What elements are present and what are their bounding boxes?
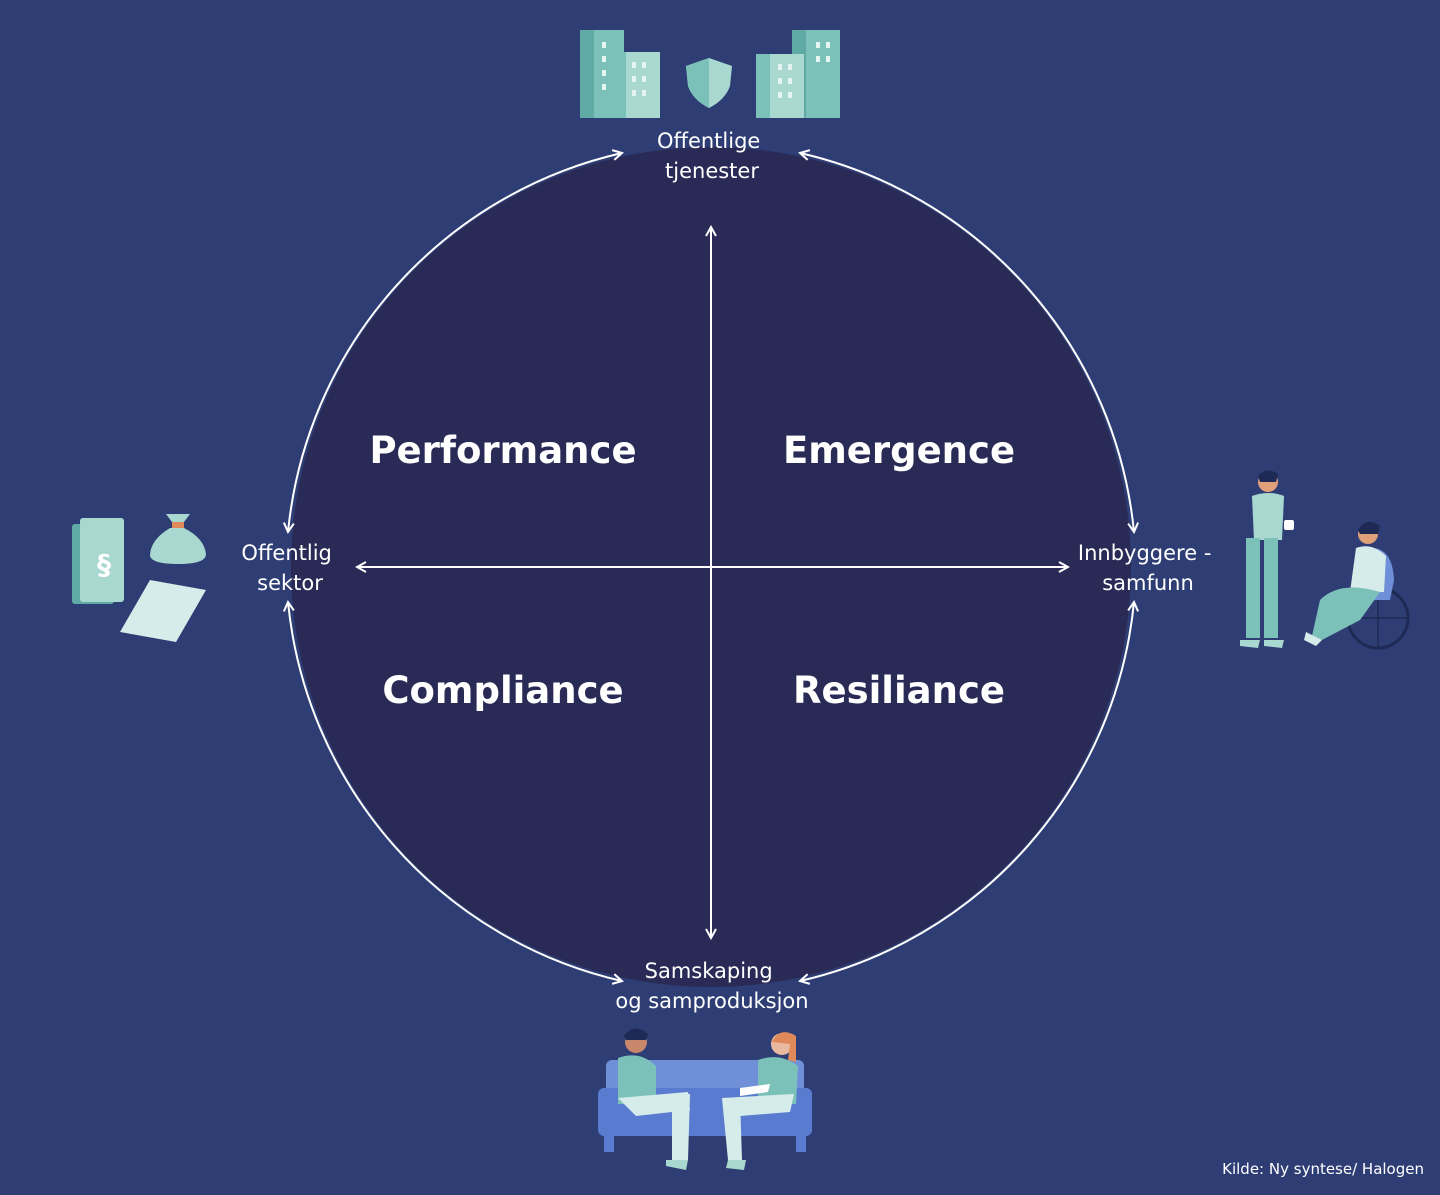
pole-top-line2: tjenester [665,159,759,183]
arc-top-right [800,153,1134,532]
arc-bottom-right [800,602,1134,981]
pole-bottom-line2: og samproduksjon [615,989,808,1013]
quadrant-bottom-right-label: Resiliance [793,669,1005,712]
pole-bottom-label: Samskaping og samproduksjon [615,959,808,1013]
pole-left-label: Offentlig sektor [241,541,338,595]
pole-left-line1: Offentlig [241,541,331,565]
svg-text:§: § [97,548,111,581]
pole-bottom-line1: Samskaping [645,959,773,983]
law-book-money-bag-document-icon: § [72,514,206,642]
caregiver-wheelchair-user-icon [1240,470,1410,650]
pole-left-line2: sektor [257,571,323,595]
city-buildings-shield-icon [580,30,840,118]
pole-right-line1: Innbyggere - [1078,541,1212,565]
pole-right-label: Innbyggere - samfunn [1078,541,1218,595]
arc-top-left [288,153,622,532]
quadrant-top-right-label: Emergence [783,429,1015,472]
source-credit: Kilde: Ny syntese/ Halogen [1222,1160,1424,1178]
pole-right-line2: samfunn [1102,571,1194,595]
pole-top-line1: Offentlige [657,129,760,153]
pole-top-label: Offentlige tjenester [657,129,767,183]
quadrant-top-left-label: Performance [369,429,636,472]
quadrant-bottom-left-label: Compliance [382,669,623,712]
arc-bottom-left [288,602,622,981]
people-on-sofa-icon [598,1028,812,1170]
